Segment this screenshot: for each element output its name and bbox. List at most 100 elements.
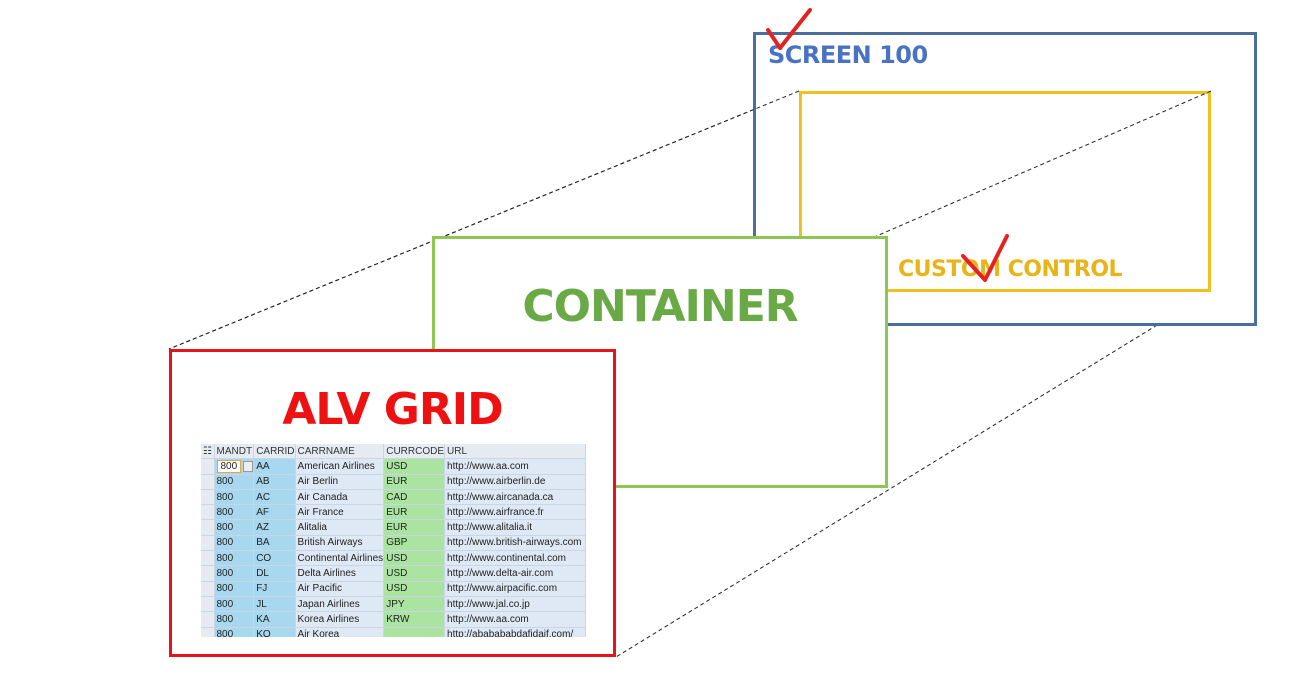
table-cell[interactable]: http://www.british-airways.com bbox=[444, 535, 586, 552]
table-cell[interactable]: BA bbox=[253, 535, 296, 552]
table-cell[interactable]: http://www.aa.com bbox=[444, 458, 586, 475]
table-cell[interactable]: DL bbox=[253, 565, 296, 582]
table-cell-value[interactable]: 800 bbox=[216, 459, 242, 473]
table-cell[interactable]: 800 bbox=[214, 627, 255, 637]
table-cell[interactable]: 800 bbox=[214, 611, 255, 628]
row-selector[interactable] bbox=[201, 474, 215, 490]
table-cell[interactable]: 800 bbox=[214, 581, 255, 597]
table-cell[interactable]: http://www.aircanada.ca bbox=[444, 489, 586, 506]
table-cell[interactable]: USD bbox=[383, 581, 446, 597]
row-selector[interactable] bbox=[201, 596, 215, 613]
table-cell[interactable]: http://www.airfrance.fr bbox=[444, 504, 586, 521]
column-header[interactable]: URL bbox=[444, 444, 586, 460]
table-cell[interactable]: USD bbox=[383, 565, 446, 582]
table-cell[interactable]: 800 bbox=[214, 565, 255, 582]
column-header[interactable]: CURRCODE bbox=[383, 444, 446, 460]
table-cell[interactable]: EUR bbox=[383, 504, 446, 521]
checkmark-icon bbox=[961, 234, 1009, 282]
column-header[interactable]: MANDT bbox=[214, 444, 255, 460]
screen-title: SCREEN 100 bbox=[768, 41, 928, 69]
table-cell[interactable]: 800 bbox=[214, 596, 255, 613]
table-cell[interactable]: KO bbox=[253, 627, 296, 637]
table-cell[interactable]: FJ bbox=[253, 581, 296, 597]
column-header[interactable]: CARRNAME bbox=[295, 444, 385, 460]
table-cell[interactable]: 800 bbox=[214, 550, 255, 567]
table-cell[interactable]: http://www.alitalia.it bbox=[444, 519, 586, 536]
table-cell[interactable]: Air Korea bbox=[295, 627, 385, 637]
table-cell[interactable]: JL bbox=[253, 596, 296, 613]
table-cell[interactable]: Alitalia bbox=[295, 519, 385, 536]
row-selector[interactable] bbox=[201, 489, 215, 506]
table-cell[interactable]: GBP bbox=[383, 535, 446, 552]
table-cell[interactable]: KRW bbox=[383, 611, 446, 628]
table-cell[interactable]: http://www.jal.co.jp bbox=[444, 596, 586, 613]
table-cell[interactable]: American Airlines bbox=[295, 458, 385, 475]
row-selector[interactable] bbox=[201, 550, 215, 567]
table-cell[interactable]: AF bbox=[253, 504, 296, 521]
table-cell[interactable]: 800 bbox=[214, 504, 255, 521]
table-cell[interactable]: AB bbox=[253, 474, 296, 490]
table-cell[interactable]: http://www.aa.com bbox=[444, 611, 586, 628]
table-cell[interactable]: British Airways bbox=[295, 535, 385, 552]
table-cell[interactable]: 800 bbox=[214, 474, 255, 490]
alv-grid-table: ☷ MANDT CARRID CARRNAME CURRCODE URL 800… bbox=[201, 444, 586, 637]
row-selector[interactable] bbox=[201, 581, 215, 597]
value-help-icon[interactable] bbox=[243, 460, 253, 472]
table-cell[interactable]: Air Canada bbox=[295, 489, 385, 506]
alv-grid-table-wrap: ☷ MANDT CARRID CARRNAME CURRCODE URL 800… bbox=[201, 444, 586, 637]
table-cell[interactable]: 800 bbox=[214, 519, 255, 536]
table-cell[interactable]: Korea Airlines bbox=[295, 611, 385, 628]
table-cell[interactable]: KA bbox=[253, 611, 296, 628]
column-header[interactable]: CARRID bbox=[253, 444, 296, 460]
table-cell[interactable]: Japan Airlines bbox=[295, 596, 385, 613]
table-cell[interactable]: AC bbox=[253, 489, 296, 506]
table-cell[interactable]: Air Pacific bbox=[295, 581, 385, 597]
row-selector[interactable] bbox=[201, 565, 215, 582]
table-cell[interactable]: http://ababababdafidaif.com/ bbox=[444, 627, 586, 637]
row-selector[interactable] bbox=[201, 504, 215, 521]
table-cell[interactable]: CAD bbox=[383, 489, 446, 506]
table-cell[interactable]: CO bbox=[253, 550, 296, 567]
table-cell[interactable]: AA bbox=[253, 458, 296, 475]
row-selector[interactable] bbox=[201, 519, 215, 536]
row-selector[interactable] bbox=[201, 627, 215, 637]
table-cell[interactable]: Air Berlin bbox=[295, 474, 385, 490]
table-cell[interactable]: http://www.airpacific.com bbox=[444, 581, 586, 597]
table-cell[interactable]: AZ bbox=[253, 519, 296, 536]
alv-grid-title: ALV GRID bbox=[282, 384, 503, 435]
container-title: CONTAINER bbox=[522, 281, 798, 332]
table-cell[interactable]: EUR bbox=[383, 519, 446, 536]
table-cell[interactable]: USD bbox=[383, 550, 446, 567]
row-selector[interactable] bbox=[201, 611, 215, 628]
table-cell[interactable]: USD bbox=[383, 458, 446, 475]
table-cell[interactable]: http://www.continental.com bbox=[444, 550, 586, 567]
table-cell[interactable]: http://www.airberlin.de bbox=[444, 474, 586, 490]
table-cell[interactable] bbox=[383, 627, 446, 637]
table-cell[interactable]: http://www.delta-air.com bbox=[444, 565, 586, 582]
table-cell[interactable]: 800 bbox=[214, 458, 255, 475]
table-cell[interactable]: Delta Airlines bbox=[295, 565, 385, 582]
alv-grid-box: ALV GRID ☷ MANDT CARRID CARRNAME CURRCOD… bbox=[169, 349, 616, 657]
table-cell[interactable]: EUR bbox=[383, 474, 446, 490]
row-selector[interactable] bbox=[201, 535, 215, 552]
table-cell[interactable]: Continental Airlines bbox=[295, 550, 385, 567]
table-cell[interactable]: Air France bbox=[295, 504, 385, 521]
table-cell[interactable]: JPY bbox=[383, 596, 446, 613]
select-all-icon[interactable]: ☷ bbox=[201, 444, 215, 460]
table-cell[interactable]: 800 bbox=[214, 535, 255, 552]
table-cell[interactable]: 800 bbox=[214, 489, 255, 506]
row-selector[interactable] bbox=[201, 458, 215, 475]
